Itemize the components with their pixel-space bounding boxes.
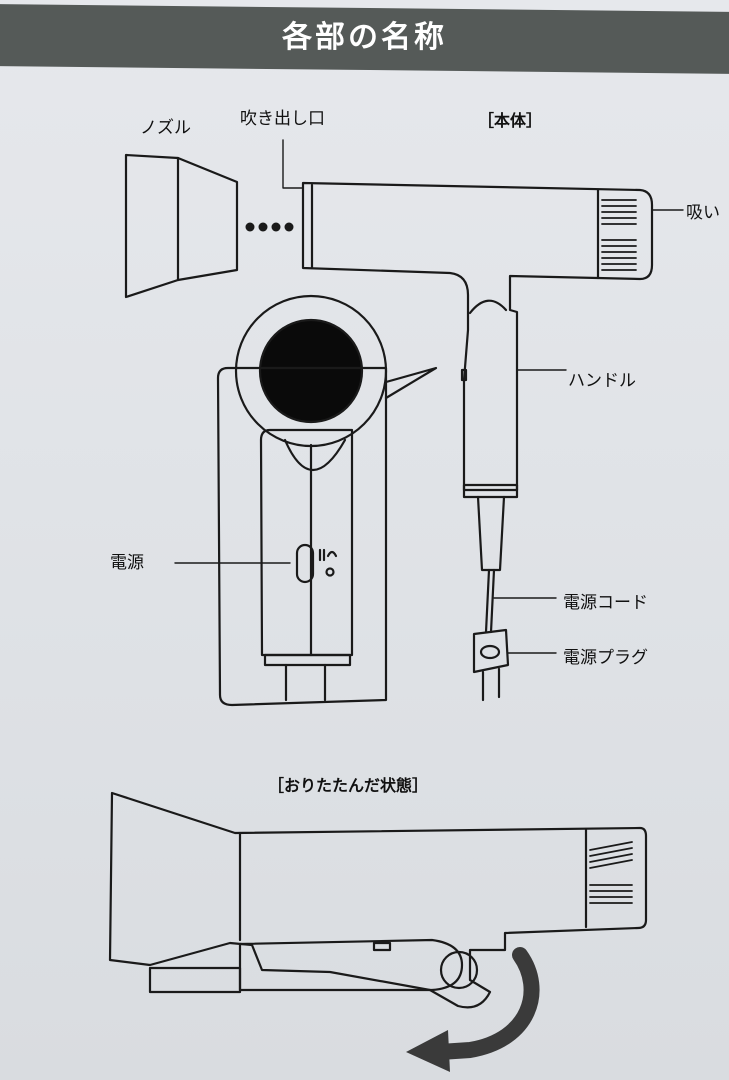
- main-body-heading: ［本体］: [478, 111, 543, 130]
- folded-state-heading: ［おりたたんだ状態］: [268, 776, 429, 795]
- outlet-label: 吹き出し口: [240, 109, 325, 129]
- nozzle-illustration: [124, 153, 239, 299]
- intake-label: 吸い: [686, 203, 720, 223]
- power-cord-label: 電源コード: [563, 593, 648, 613]
- attach-dots: [245, 222, 294, 232]
- nozzle-label: ノズル: [140, 118, 191, 138]
- dryer-body-side: [301, 181, 654, 499]
- dryer-front-view: [216, 294, 438, 707]
- leader-lines: [174, 139, 684, 654]
- page-title: 各部の名称: [282, 20, 447, 55]
- cord-and-plug: [472, 495, 510, 702]
- power-label: 電源: [110, 553, 144, 573]
- power-plug-label: 電源プラグ: [563, 648, 648, 668]
- handle-label: ハンドル: [568, 371, 636, 391]
- dryer-folded: [108, 791, 648, 1009]
- rotate-arrow-icon: [406, 947, 540, 1072]
